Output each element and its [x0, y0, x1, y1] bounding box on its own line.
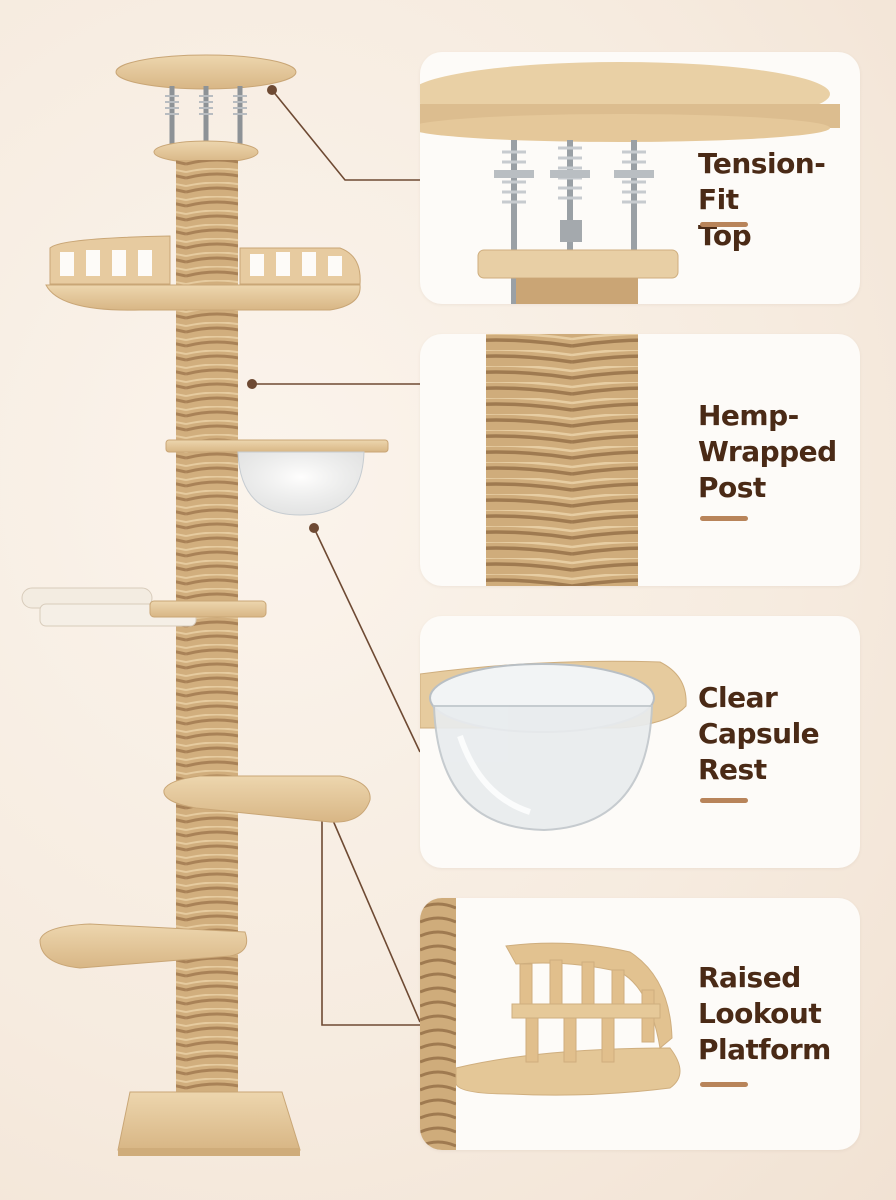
clear-capsule-bowl-icon: [420, 660, 687, 832]
feature-underline-lookout: [700, 1082, 748, 1087]
tension-spring-mount-icon: [420, 62, 840, 304]
feature-underline-capsule: [700, 798, 748, 803]
connector-lines: [252, 89, 421, 1026]
railed-platform-icon: [420, 898, 681, 1150]
feature-underline-post: [700, 516, 748, 521]
feature-underline-tension: [700, 222, 748, 227]
feature-title-lookout: Raised Lookout Platform: [698, 961, 831, 1066]
feature-card-capsule: Clear Capsule Rest: [420, 616, 860, 868]
feature-title-capsule: Clear Capsule Rest: [698, 681, 820, 786]
feature-card-post: Hemp- Wrapped Post: [420, 334, 860, 586]
feature-card-tension: Tension-Fit Top: [420, 52, 860, 304]
feature-title-post: Hemp- Wrapped Post: [698, 399, 837, 504]
feature-title-tension: Tension-Fit Top: [698, 147, 826, 252]
feature-card-lookout: Raised Lookout Platform: [420, 898, 860, 1150]
hemp-rope-post-icon: [486, 334, 638, 586]
